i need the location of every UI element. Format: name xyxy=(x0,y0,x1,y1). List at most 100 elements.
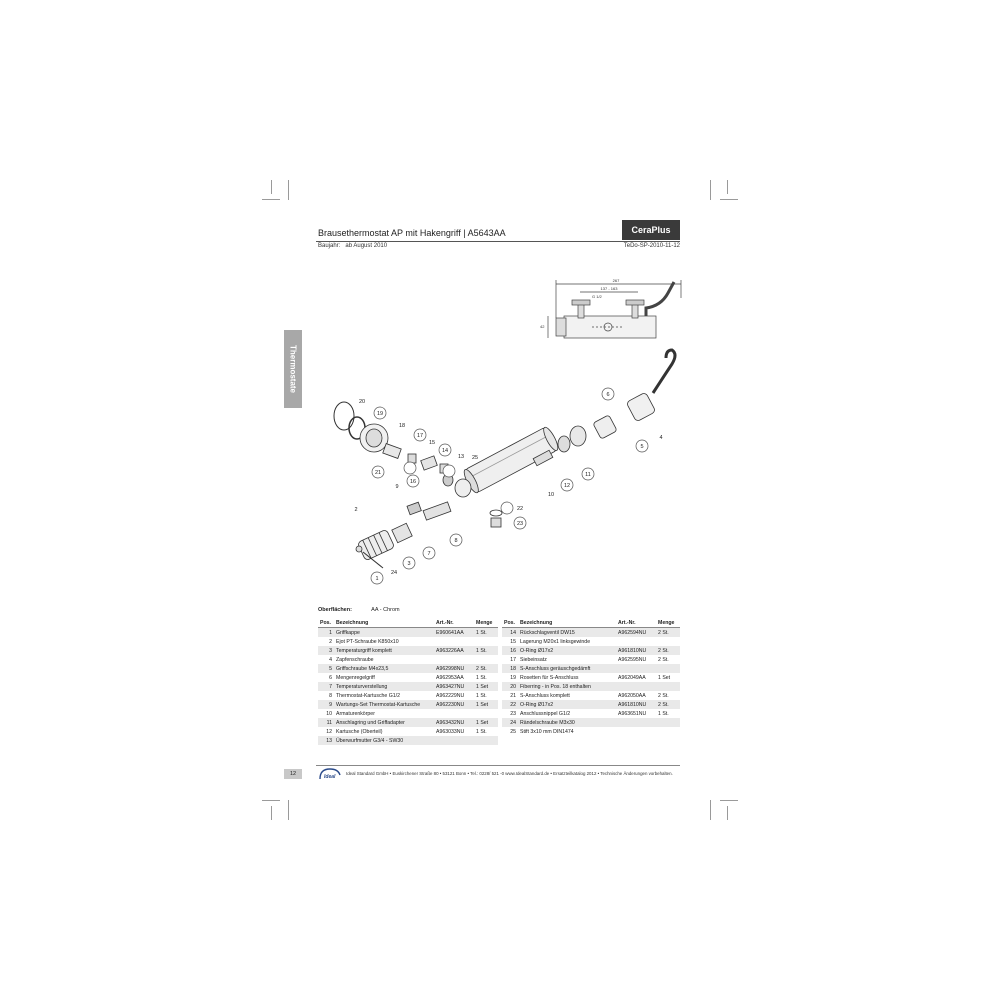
name-cell: Griffkappe xyxy=(334,627,434,637)
art-cell: A962049AA xyxy=(618,674,646,681)
crop-mark xyxy=(262,199,280,200)
pos-cell: 18 xyxy=(502,664,518,673)
name-cell: S-Anschluss geräuschgedämft xyxy=(518,664,616,673)
art-cell: E960641AA xyxy=(434,627,474,637)
header-divider xyxy=(316,241,680,242)
pos-cell: 23 xyxy=(510,710,516,717)
section-tab-label: Thermostate xyxy=(288,344,298,394)
col-art: Art.-Nr. xyxy=(616,618,656,628)
callout-7: 7 xyxy=(427,551,430,557)
crop-mark xyxy=(710,800,711,820)
art-cell: A963651NU xyxy=(618,710,647,717)
crop-mark xyxy=(262,800,280,801)
name-cell: Temperaturgriff komplett xyxy=(334,646,434,655)
name-cell: Ejot PT-Schraube K850x10 xyxy=(336,638,399,645)
name-cell: Rosetten für S-Anschluss xyxy=(520,674,579,681)
qty-cell xyxy=(474,637,498,646)
name-cell: Griffschraube M4x23,5 xyxy=(334,664,434,673)
page-title: Brausethermostat AP mit Hakengriff | A56… xyxy=(318,228,506,238)
crop-mark xyxy=(271,180,272,194)
name-cell: Wartungs-Set Thermostat-Kartusche xyxy=(334,700,434,709)
art-cell xyxy=(434,709,474,718)
callout-5: 5 xyxy=(640,444,643,450)
pos-cell: 4 xyxy=(329,656,332,663)
art-cell: A962229NU xyxy=(436,692,465,699)
page-number: 12 xyxy=(284,769,302,779)
callout-8: 8 xyxy=(454,538,457,544)
dim-height: 42 xyxy=(540,324,545,329)
art-cell xyxy=(434,655,474,664)
callout-12: 12 xyxy=(564,483,570,489)
art-cell: A962998NU xyxy=(434,664,474,673)
pos-cell: 16 xyxy=(502,646,518,655)
qty-cell xyxy=(474,655,498,664)
art-cell xyxy=(616,637,656,646)
name-cell: Zapfenschraube xyxy=(336,656,374,663)
name-cell: Armaturenkörper xyxy=(336,710,375,717)
qty-cell: 1 St. xyxy=(658,710,669,717)
art-cell: A963432NU xyxy=(434,718,474,727)
name-cell: Siebeinsatz xyxy=(520,656,547,663)
qty-cell: 1 Set xyxy=(474,682,498,691)
name-cell: Anschlussnippel G1/2 xyxy=(520,710,571,717)
callout-13: 13 xyxy=(458,454,464,460)
qty-cell: 2 St. xyxy=(474,664,498,673)
qty-cell: 1 St. xyxy=(474,627,498,637)
pos-cell: 7 xyxy=(318,682,334,691)
crop-mark xyxy=(727,180,728,194)
col-pos: Pos. xyxy=(318,618,334,628)
callout-19: 19 xyxy=(377,411,383,417)
callout-16: 16 xyxy=(410,479,416,485)
pos-cell: 3 xyxy=(318,646,334,655)
dim-thread: G 1/2 xyxy=(592,294,603,299)
qty-cell: 1 St. xyxy=(476,692,487,699)
name-cell: Fiberring - in Pos. 18 enthalten xyxy=(518,682,616,691)
qty-cell: 2 St. xyxy=(658,692,669,699)
pos-cell: 6 xyxy=(329,674,332,681)
qty-cell xyxy=(656,664,680,673)
name-cell: Rückschlagventil DW15 xyxy=(518,627,616,637)
baujahr-label: Baujahr: xyxy=(318,243,341,249)
doc-code: TeDo-SP-2010-11-12 xyxy=(623,243,680,249)
surface-finish: Oberflächen: AA - Chrom xyxy=(318,607,400,613)
callout-3: 3 xyxy=(407,561,410,567)
crop-mark xyxy=(727,806,728,820)
dimension-drawing xyxy=(547,280,682,339)
art-cell: A963427NU xyxy=(434,682,474,691)
col-name: Bezeichnung xyxy=(518,618,616,628)
qty-cell: 1 Set xyxy=(658,674,671,681)
art-cell xyxy=(616,727,656,736)
pos-cell: 5 xyxy=(318,664,334,673)
qty-cell xyxy=(656,727,680,736)
art-cell: A962230NU xyxy=(434,700,474,709)
pos-cell: 17 xyxy=(510,656,516,663)
name-cell: Lagerung M20x1 linksgewinde xyxy=(520,638,591,645)
pos-cell: 14 xyxy=(502,627,518,637)
qty-cell xyxy=(656,718,680,727)
logo-text: Ideal xyxy=(324,774,336,780)
callout-11: 11 xyxy=(585,472,591,478)
pos-cell: 1 xyxy=(318,627,334,637)
callout-10: 10 xyxy=(548,492,554,498)
section-tab: Thermostate xyxy=(284,330,302,408)
baujahr-value: ab August 2010 xyxy=(345,243,388,249)
exploded-view-drawing: 267 137 - 163 G 1/2 42 xyxy=(333,278,682,585)
art-cell: A963033NU xyxy=(436,728,465,735)
name-cell: Anschlagring und Griffadapter xyxy=(334,718,434,727)
callout-21: 21 xyxy=(375,470,381,476)
crop-mark xyxy=(288,800,289,820)
